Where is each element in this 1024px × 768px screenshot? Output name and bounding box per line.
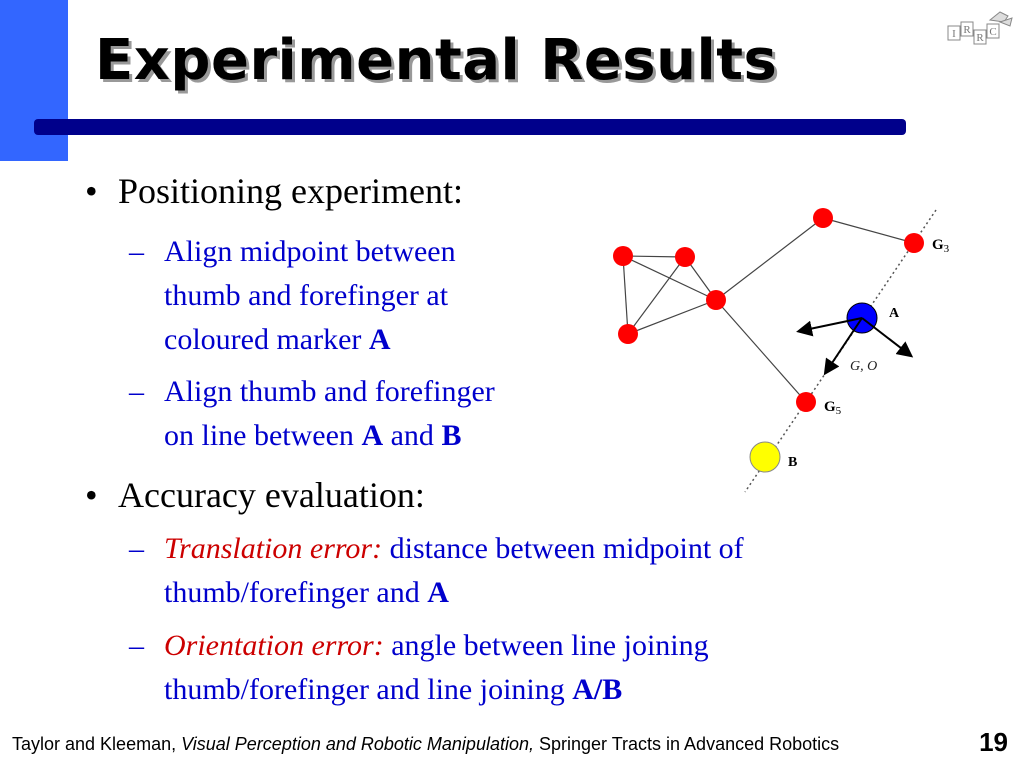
logo-letter-r2: R [976, 32, 984, 44]
marker-b [749, 441, 781, 473]
sub-align-midpoint-line2: thumb and forefinger at [164, 279, 449, 312]
label-a: A [889, 306, 900, 321]
node-2 [675, 247, 695, 267]
sub-align-midpoint: – Align midpoint between thumb and foref… [129, 230, 456, 362]
slide-title: Experimental Results [95, 28, 778, 93]
logo-letter-i: I [952, 28, 956, 40]
sub-orientation-line2: thumb/forefinger and line joining A/B [164, 673, 623, 706]
bullet-positioning: • Positioning experiment: [85, 170, 463, 212]
bullet-accuracy: • Accuracy evaluation: [85, 474, 425, 516]
title-underline [34, 119, 906, 135]
logo-letter-c: C [989, 26, 996, 38]
marker-a-ref: A [368, 323, 391, 356]
arrow-left [796, 317, 863, 337]
sub-align-line-line2: on line between A and B [164, 419, 462, 452]
label-g3: G3 [932, 237, 950, 255]
accent-side-bar [0, 0, 68, 161]
graph-nodes [613, 208, 924, 412]
bullet-accuracy-text: Accuracy evaluation: [118, 475, 425, 515]
sub-translation-line2: thumb/forefinger and A [164, 576, 449, 609]
label-g5: G5 [824, 399, 842, 417]
sub-align-line: – Align thumb and forefinger on line bet… [129, 370, 495, 458]
page-number: 19 [979, 727, 1008, 757]
sub-align-midpoint-line3: coloured marker A [164, 323, 391, 356]
sub-translation-line1: Translation error: distance between midp… [164, 532, 744, 565]
positioning-diagram: G3 G5 A B G, O [613, 208, 950, 493]
irrc-logo: I R R C [947, 11, 1013, 45]
label-b: B [788, 455, 797, 470]
bullet-dot: • [85, 171, 98, 211]
label-go: G, O [850, 359, 877, 374]
node-3 [706, 290, 726, 310]
logo-letter-r1: R [963, 24, 971, 36]
sub-translation-error: – Translation error: distance between mi… [129, 527, 744, 615]
bullet-positioning-text: Positioning experiment: [118, 171, 463, 211]
sub-orientation-line1: Orientation error: angle between line jo… [164, 629, 709, 662]
node-5 [813, 208, 833, 228]
sub-orientation-error: – Orientation error: angle between line … [129, 624, 709, 712]
node-g5 [796, 392, 816, 412]
bullet-dot: • [85, 475, 98, 515]
arrow-right [861, 317, 914, 358]
node-4 [618, 324, 638, 344]
sub-align-line-line1: Align thumb and forefinger [164, 375, 495, 408]
arrow-down [823, 317, 863, 376]
sub-align-midpoint-line1: Align midpoint between [164, 235, 456, 268]
node-g3 [904, 233, 924, 253]
footer-citation: Taylor and Kleeman, Visual Perception an… [12, 734, 840, 754]
node-1 [613, 246, 633, 266]
